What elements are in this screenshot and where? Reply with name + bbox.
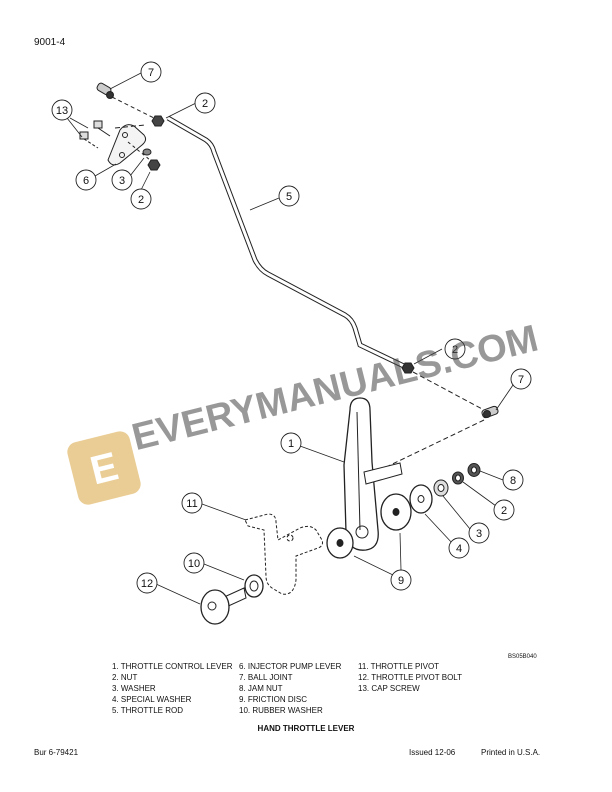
- callout-4: 4: [448, 537, 470, 559]
- watermark: E EVERYMANUALS.COM: [67, 318, 542, 505]
- svg-text:2: 2: [452, 344, 458, 356]
- nut-lower-rod: [401, 362, 415, 374]
- washer-lower: [433, 479, 449, 497]
- ball-joint-lower: [481, 405, 499, 419]
- callout-2-rod: 2: [444, 338, 466, 360]
- svg-text:1: 1: [288, 438, 294, 450]
- svg-text:4: 4: [456, 543, 462, 555]
- leader-lines: [66, 72, 514, 605]
- callout-10: 10: [183, 552, 205, 574]
- part-item: 7. BALL JOINT: [239, 673, 293, 682]
- footer-printed: Printed in U.S.A.: [481, 748, 541, 757]
- nut-upper: [151, 115, 165, 127]
- svg-text:2: 2: [202, 98, 208, 110]
- callout-2-lower: 2: [493, 499, 515, 521]
- callout-7-upper: 7: [140, 61, 162, 83]
- nut-lower: [452, 471, 464, 485]
- callout-7-lower: 7: [510, 368, 532, 390]
- callout-13: 13: [51, 99, 73, 121]
- throttle-pivot-bolt: [200, 587, 247, 625]
- friction-disc-right: [380, 493, 412, 531]
- ball-joint-upper: [96, 82, 159, 121]
- svg-text:11: 11: [186, 498, 197, 510]
- figure-code: BS05B040: [508, 654, 537, 660]
- svg-text:5: 5: [286, 191, 292, 203]
- throttle-pivot: [244, 513, 323, 595]
- throttle-rod: [166, 115, 410, 371]
- injector-pump-lever: [107, 124, 147, 166]
- part-item: 4. SPECIAL WASHER: [112, 695, 192, 704]
- callout-9: 9: [390, 569, 412, 591]
- part-item: 1. THROTTLE CONTROL LEVER: [112, 662, 233, 671]
- svg-text:3: 3: [476, 528, 482, 540]
- callouts: 7 2 13 6 3 2 5 2 7 1 8 2 3 4 11 9 10 12: [51, 61, 532, 594]
- part-item: 6. INJECTOR PUMP LEVER: [239, 662, 342, 671]
- part-item: 11. THROTTLE PIVOT: [358, 662, 440, 671]
- svg-text:9: 9: [398, 575, 404, 587]
- parts-list-col3: 11. THROTTLE PIVOT 12. THROTTLE PIVOT BO…: [358, 661, 462, 694]
- svg-text:7: 7: [148, 67, 154, 79]
- watermark-text: EVERYMANUALS.COM: [128, 318, 542, 460]
- callout-3-lower: 3: [468, 522, 490, 544]
- friction-disc-left: [326, 527, 354, 559]
- callout-2-upper: 2: [194, 92, 216, 114]
- footer-bur-number: Bur 6-79421: [34, 748, 79, 757]
- part-item: 9. FRICTION DISC: [239, 695, 308, 704]
- callout-11: 11: [181, 492, 203, 514]
- page-id: 9001-4: [34, 37, 66, 48]
- svg-text:2: 2: [501, 505, 507, 517]
- watermark-logo: E: [67, 431, 141, 505]
- svg-text:8: 8: [510, 475, 516, 487]
- part-item: 2. NUT: [112, 673, 138, 682]
- callout-6: 6: [75, 169, 97, 191]
- part-item: 10. RUBBER WASHER: [239, 706, 323, 715]
- part-item: 12. THROTTLE PIVOT BOLT: [358, 673, 463, 682]
- callout-2-upper-lower: 2: [130, 188, 152, 210]
- callout-3-upper: 3: [111, 169, 133, 191]
- parts-list-col1: 1. THROTTLE CONTROL LEVER 2. NUT 3. WASH…: [112, 661, 232, 716]
- svg-text:3: 3: [119, 175, 125, 187]
- svg-text:7: 7: [518, 374, 524, 386]
- footer-issued: Issued 12-06: [409, 748, 456, 757]
- part-item: 5. THROTTLE ROD: [112, 706, 183, 715]
- part-item: 3. WASHER: [112, 684, 156, 693]
- cap-screws: [79, 120, 111, 149]
- jam-nut: [467, 463, 481, 477]
- svg-text:12: 12: [141, 578, 153, 590]
- parts-list-col2: 6. INJECTOR PUMP LEVER 7. BALL JOINT 8. …: [239, 661, 341, 716]
- part-item: 13. CAP SCREW: [358, 684, 420, 693]
- figure-caption: HAND THROTTLE LEVER: [257, 724, 355, 733]
- callout-8: 8: [502, 469, 524, 491]
- callout-12: 12: [136, 572, 158, 594]
- nut-upper-lower: [147, 159, 161, 171]
- svg-text:2: 2: [138, 194, 144, 206]
- svg-text:13: 13: [56, 105, 68, 117]
- svg-text:10: 10: [188, 558, 200, 570]
- callout-1: 1: [280, 432, 302, 454]
- part-item: 8. JAM NUT: [239, 684, 283, 693]
- special-washer: [409, 484, 433, 514]
- callout-5: 5: [278, 185, 300, 207]
- rubber-washer: [244, 574, 264, 598]
- washer-upper: [142, 148, 152, 156]
- svg-text:6: 6: [83, 175, 89, 187]
